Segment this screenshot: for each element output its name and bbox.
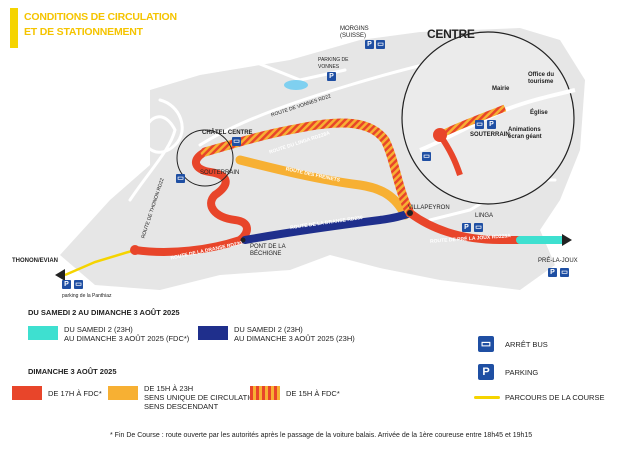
parking-icon-linga: P bbox=[462, 223, 471, 232]
label-animations: Animations écran géant bbox=[508, 127, 542, 140]
bus-icon-panthiaz: ▭ bbox=[74, 280, 83, 289]
villapeyron-point bbox=[407, 210, 413, 216]
parking-icon-inset: P bbox=[487, 120, 496, 129]
bus-icon-inset-2: ▭ bbox=[422, 152, 431, 161]
legend-course: PARCOURS DE LA COURSE bbox=[505, 393, 605, 402]
page-title: CONDITIONS DE CIRCULATION ET DE STATIONN… bbox=[24, 10, 177, 40]
parking-icon-panthiaz: P bbox=[62, 280, 71, 289]
label-chatel-centre: CHÂTEL CENTRE bbox=[202, 130, 253, 136]
west-arrow bbox=[55, 269, 65, 281]
title-bar bbox=[10, 8, 18, 48]
lake bbox=[284, 80, 308, 90]
label-souterrain: SOUTERRAIN bbox=[200, 170, 240, 176]
bus-icon-pre-joux: ▭ bbox=[560, 268, 569, 277]
legend-orange: DE 15H À 23H SENS UNIQUE DE CIRCULATION … bbox=[144, 384, 261, 411]
label-linga: LINGA bbox=[475, 213, 494, 219]
footnote: * Fin De Course : route ouverte par les … bbox=[110, 432, 533, 439]
label-villapeyron: VILLAPEYRON bbox=[408, 205, 450, 211]
inset-start-point bbox=[433, 128, 447, 142]
legend-red: DE 17H À FDC* bbox=[48, 389, 102, 398]
legend-navy-line2: AU DIMANCHE 3 AOÛT 2025 (23H) bbox=[234, 334, 355, 343]
legend-parking: PARKING bbox=[505, 368, 539, 377]
navy-route bbox=[241, 209, 414, 244]
swatch-striped bbox=[250, 386, 280, 400]
bus-icon-morgins: ▭ bbox=[376, 40, 385, 49]
label-morgins: MORGINS (SUISSE) bbox=[340, 26, 369, 39]
course-yellow-line bbox=[64, 248, 136, 277]
bus-icon-linga: ▭ bbox=[474, 223, 483, 232]
legend-cyan: DU SAMEDI 2 (23H) AU DIMANCHE 3 AOÛT 202… bbox=[64, 325, 189, 343]
bus-icon-thonon: ▭ bbox=[176, 174, 185, 183]
east-arrow bbox=[562, 234, 572, 246]
striped-route-linga bbox=[200, 118, 415, 218]
label-thonon-evian: THONON/EVIAN bbox=[12, 258, 59, 264]
swatch-orange bbox=[108, 386, 138, 400]
legend-orange-line3: SENS DESCENDANT bbox=[144, 402, 219, 411]
parking-legend-icon: P bbox=[478, 364, 494, 380]
title-line-1: CONDITIONS DE CIRCULATION bbox=[24, 11, 177, 23]
bus-stop-legend-icon: ▭ bbox=[478, 336, 494, 352]
legend-period1-header: DU SAMEDI 2 AU DIMANCHE 3 AOÛT 2025 bbox=[28, 308, 180, 317]
red-route-pre-joux bbox=[406, 209, 529, 244]
orange-route bbox=[235, 155, 410, 220]
legend-bus: ARRÊT BUS bbox=[505, 340, 548, 349]
label-mairie: Mairie bbox=[492, 86, 510, 92]
label-pont-bechigne: PONT DE LA BÉCHIGNE bbox=[250, 244, 286, 257]
red-route-dranse bbox=[131, 148, 251, 256]
race-map bbox=[55, 28, 585, 290]
legend-striped: DE 15H À FDC* bbox=[286, 389, 340, 398]
legend-period2-header: DIMANCHE 3 AOÛT 2025 bbox=[28, 367, 117, 376]
legend-navy-line1: DU SAMEDI 2 (23H) bbox=[234, 325, 303, 334]
course-legend-line bbox=[474, 396, 500, 399]
legend-orange-line1: DE 15H À 23H bbox=[144, 384, 194, 393]
label-eglise: Église bbox=[530, 110, 548, 116]
label-parking-panthiaz: parking de la Panthiaz bbox=[62, 293, 112, 299]
pont-point bbox=[240, 237, 246, 243]
centre-label: CENTRE bbox=[427, 27, 475, 41]
swatch-cyan bbox=[28, 326, 58, 340]
label-office-tourisme: Office du tourisme bbox=[528, 72, 555, 85]
legend-cyan-line2: AU DIMANCHE 3 AOÛT 2025 (FDC*) bbox=[64, 334, 190, 343]
parking-icon-morgins: P bbox=[365, 40, 374, 49]
start-point bbox=[130, 245, 140, 255]
label-souterrain-inset: SOUTERRAIN bbox=[470, 132, 510, 138]
label-pre-la-joux: PRÉ-LA-JOUX bbox=[538, 258, 578, 264]
bus-icon-centre: ▭ bbox=[232, 137, 241, 146]
parking-icon-vonnes: P bbox=[327, 72, 336, 81]
centre-highlight-circle bbox=[176, 129, 234, 187]
bus-icon-inset: ▭ bbox=[475, 120, 484, 129]
swatch-red bbox=[12, 386, 42, 400]
label-parking-vonnes: PARKING DE VONNES bbox=[318, 57, 349, 70]
legend-orange-line2: SENS UNIQUE DE CIRCULATION bbox=[144, 393, 261, 402]
title-line-2: ET DE STATIONNEMENT bbox=[24, 26, 143, 38]
legend-cyan-line1: DU SAMEDI 2 (23H) bbox=[64, 325, 133, 334]
swatch-navy bbox=[198, 326, 228, 340]
parking-icon-pre-joux: P bbox=[548, 268, 557, 277]
legend-navy: DU SAMEDI 2 (23H) AU DIMANCHE 3 AOÛT 202… bbox=[234, 325, 355, 343]
